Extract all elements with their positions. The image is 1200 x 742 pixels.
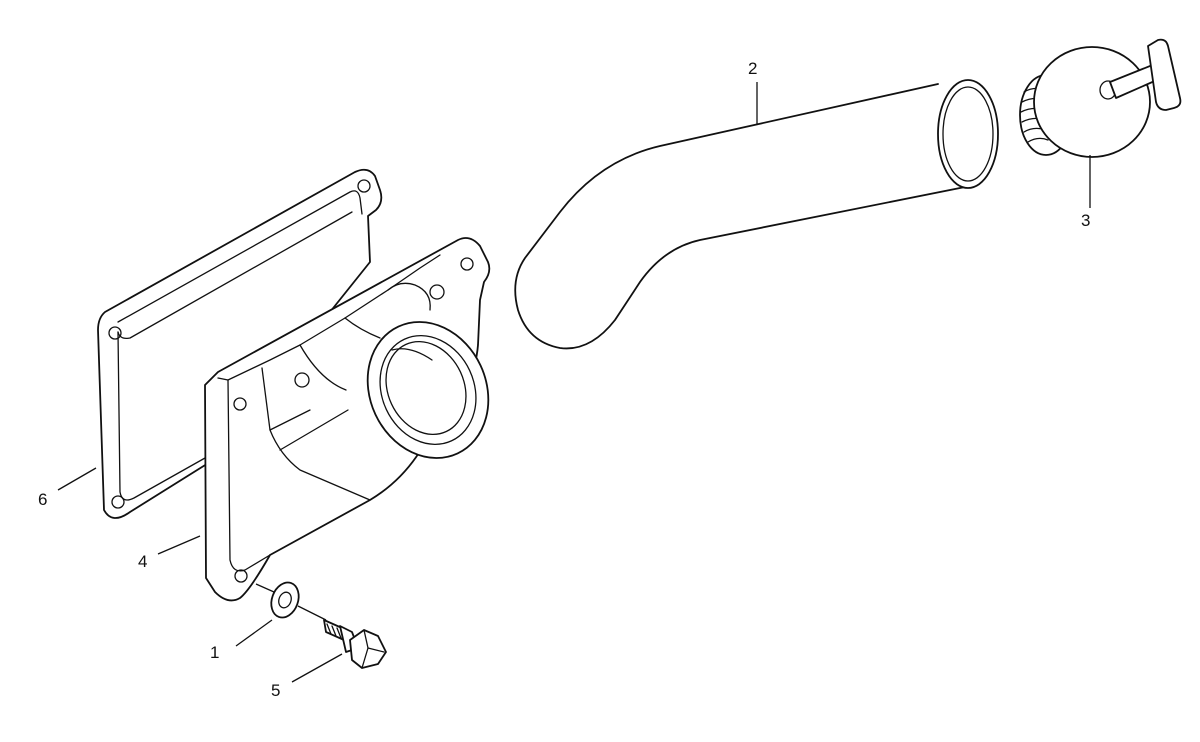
flange-housing-part-4 (204, 237, 491, 602)
bolt-part-5 (323, 619, 387, 669)
pipe-part-2 (514, 79, 999, 350)
callout-1: 1 (210, 643, 220, 662)
callout-2: 2 (748, 59, 758, 78)
callout-4: 4 (138, 552, 148, 571)
callout-5: 5 (271, 681, 281, 700)
leader-lines (57, 82, 1091, 683)
leader-line-1 (235, 619, 273, 647)
gasket-part-6 (97, 168, 383, 519)
callout-3: 3 (1081, 211, 1091, 230)
leader-line-4 (157, 535, 201, 555)
leader-line-5 (291, 653, 343, 683)
callout-6: 6 (38, 490, 48, 509)
washer-part-1 (270, 581, 300, 619)
leader-line-washer-flange (255, 583, 275, 593)
cap-part-3 (1019, 38, 1182, 158)
leader-line-6 (57, 467, 97, 491)
leader-line-washer-bolt (297, 605, 327, 621)
